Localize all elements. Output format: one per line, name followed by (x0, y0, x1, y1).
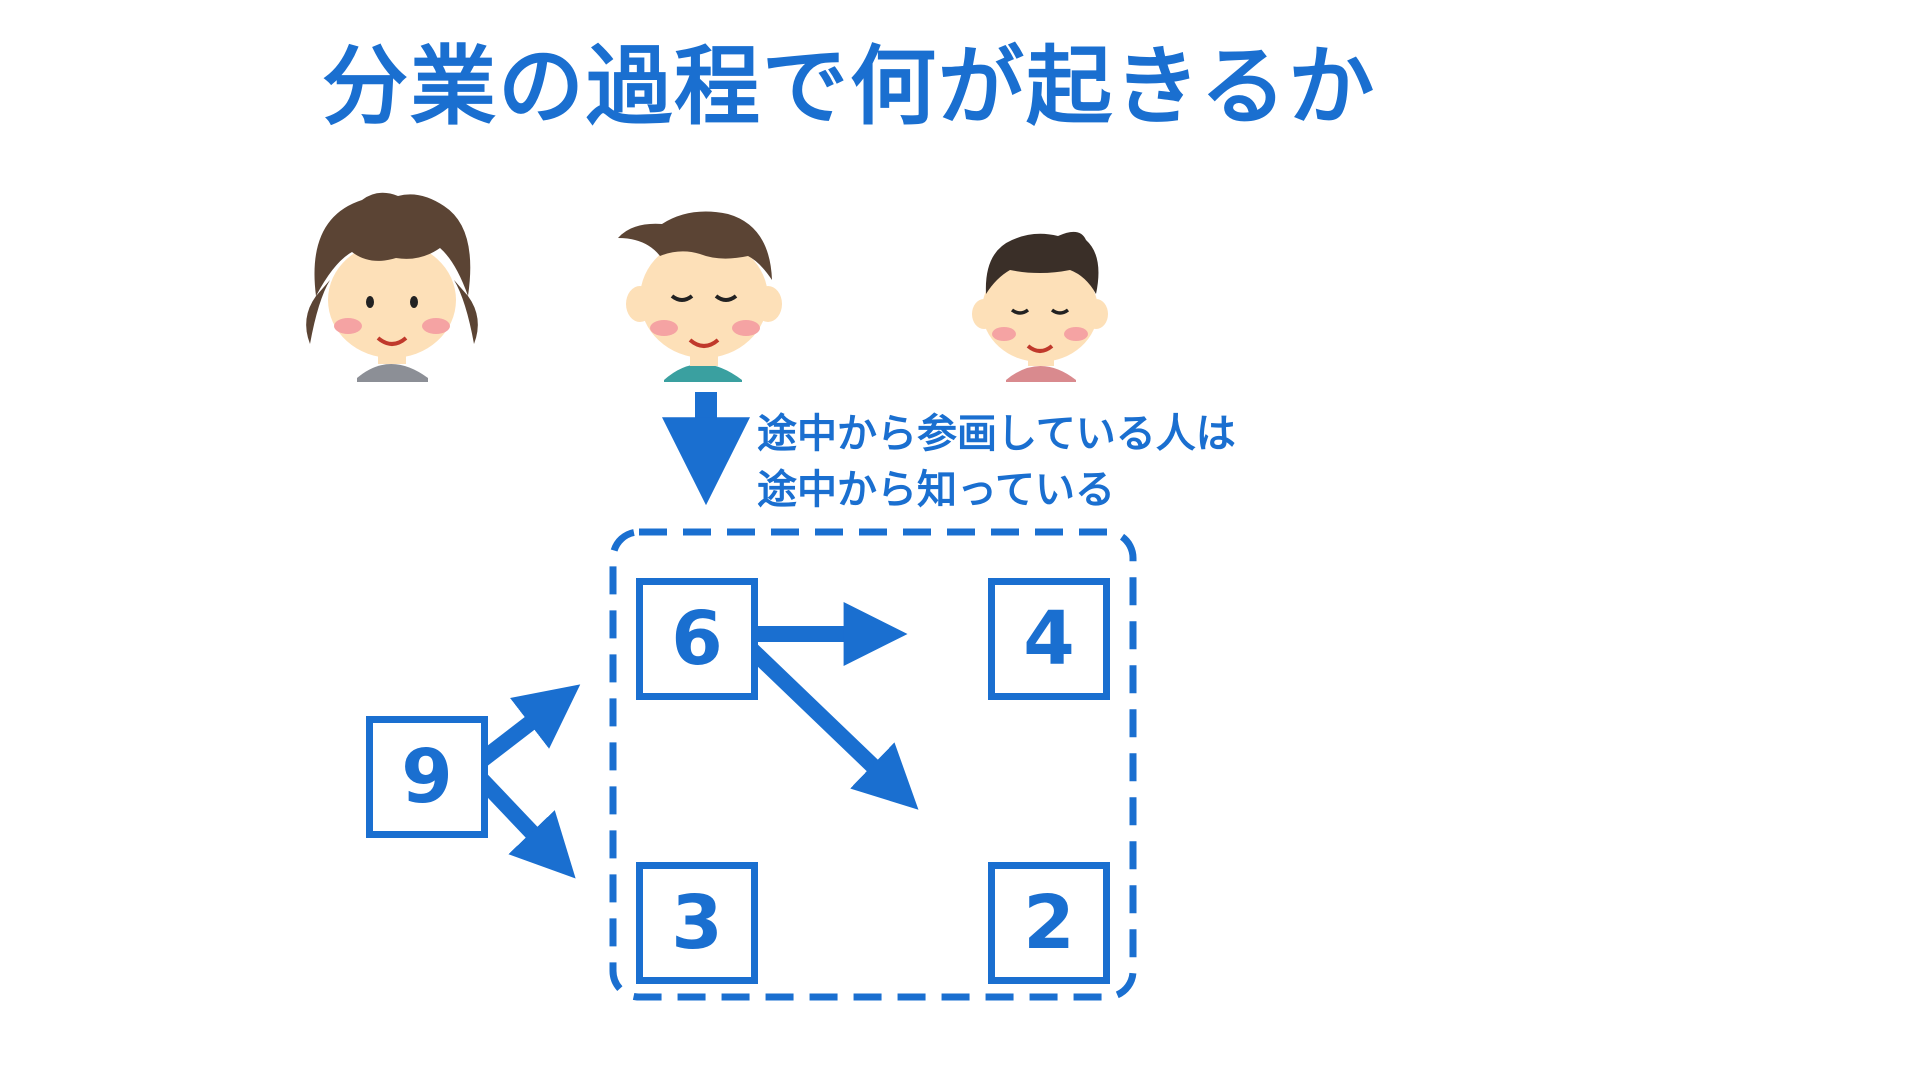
node-3: 3 (636, 862, 758, 984)
slide-title: 分業の過程で何が起きるか (322, 37, 1377, 137)
arrow-9-to-3 (476, 774, 576, 879)
note-line-2: 途中から知っている (757, 467, 1115, 513)
node-3-label: 3 (671, 880, 723, 966)
node-9-label: 9 (401, 734, 453, 820)
note-line-1: 途中から参画している人は (757, 411, 1236, 457)
node-6-label: 6 (671, 596, 723, 682)
node-4: 4 (988, 578, 1110, 700)
node-2: 2 (988, 862, 1110, 984)
arrow-6-to-2 (746, 644, 919, 810)
node-9: 9 (366, 716, 488, 838)
person-left-avatar (306, 192, 478, 382)
person-right-avatar (972, 231, 1108, 382)
node-6: 6 (636, 578, 758, 700)
group-boundary (609, 528, 1137, 1001)
node-2-label: 2 (1023, 880, 1075, 966)
person-center-avatar (618, 211, 782, 382)
explanation-note: 途中から参画している人は 途中から知っている (757, 406, 1236, 518)
arrow-9-to-6 (477, 684, 581, 767)
node-4-label: 4 (1023, 596, 1075, 682)
